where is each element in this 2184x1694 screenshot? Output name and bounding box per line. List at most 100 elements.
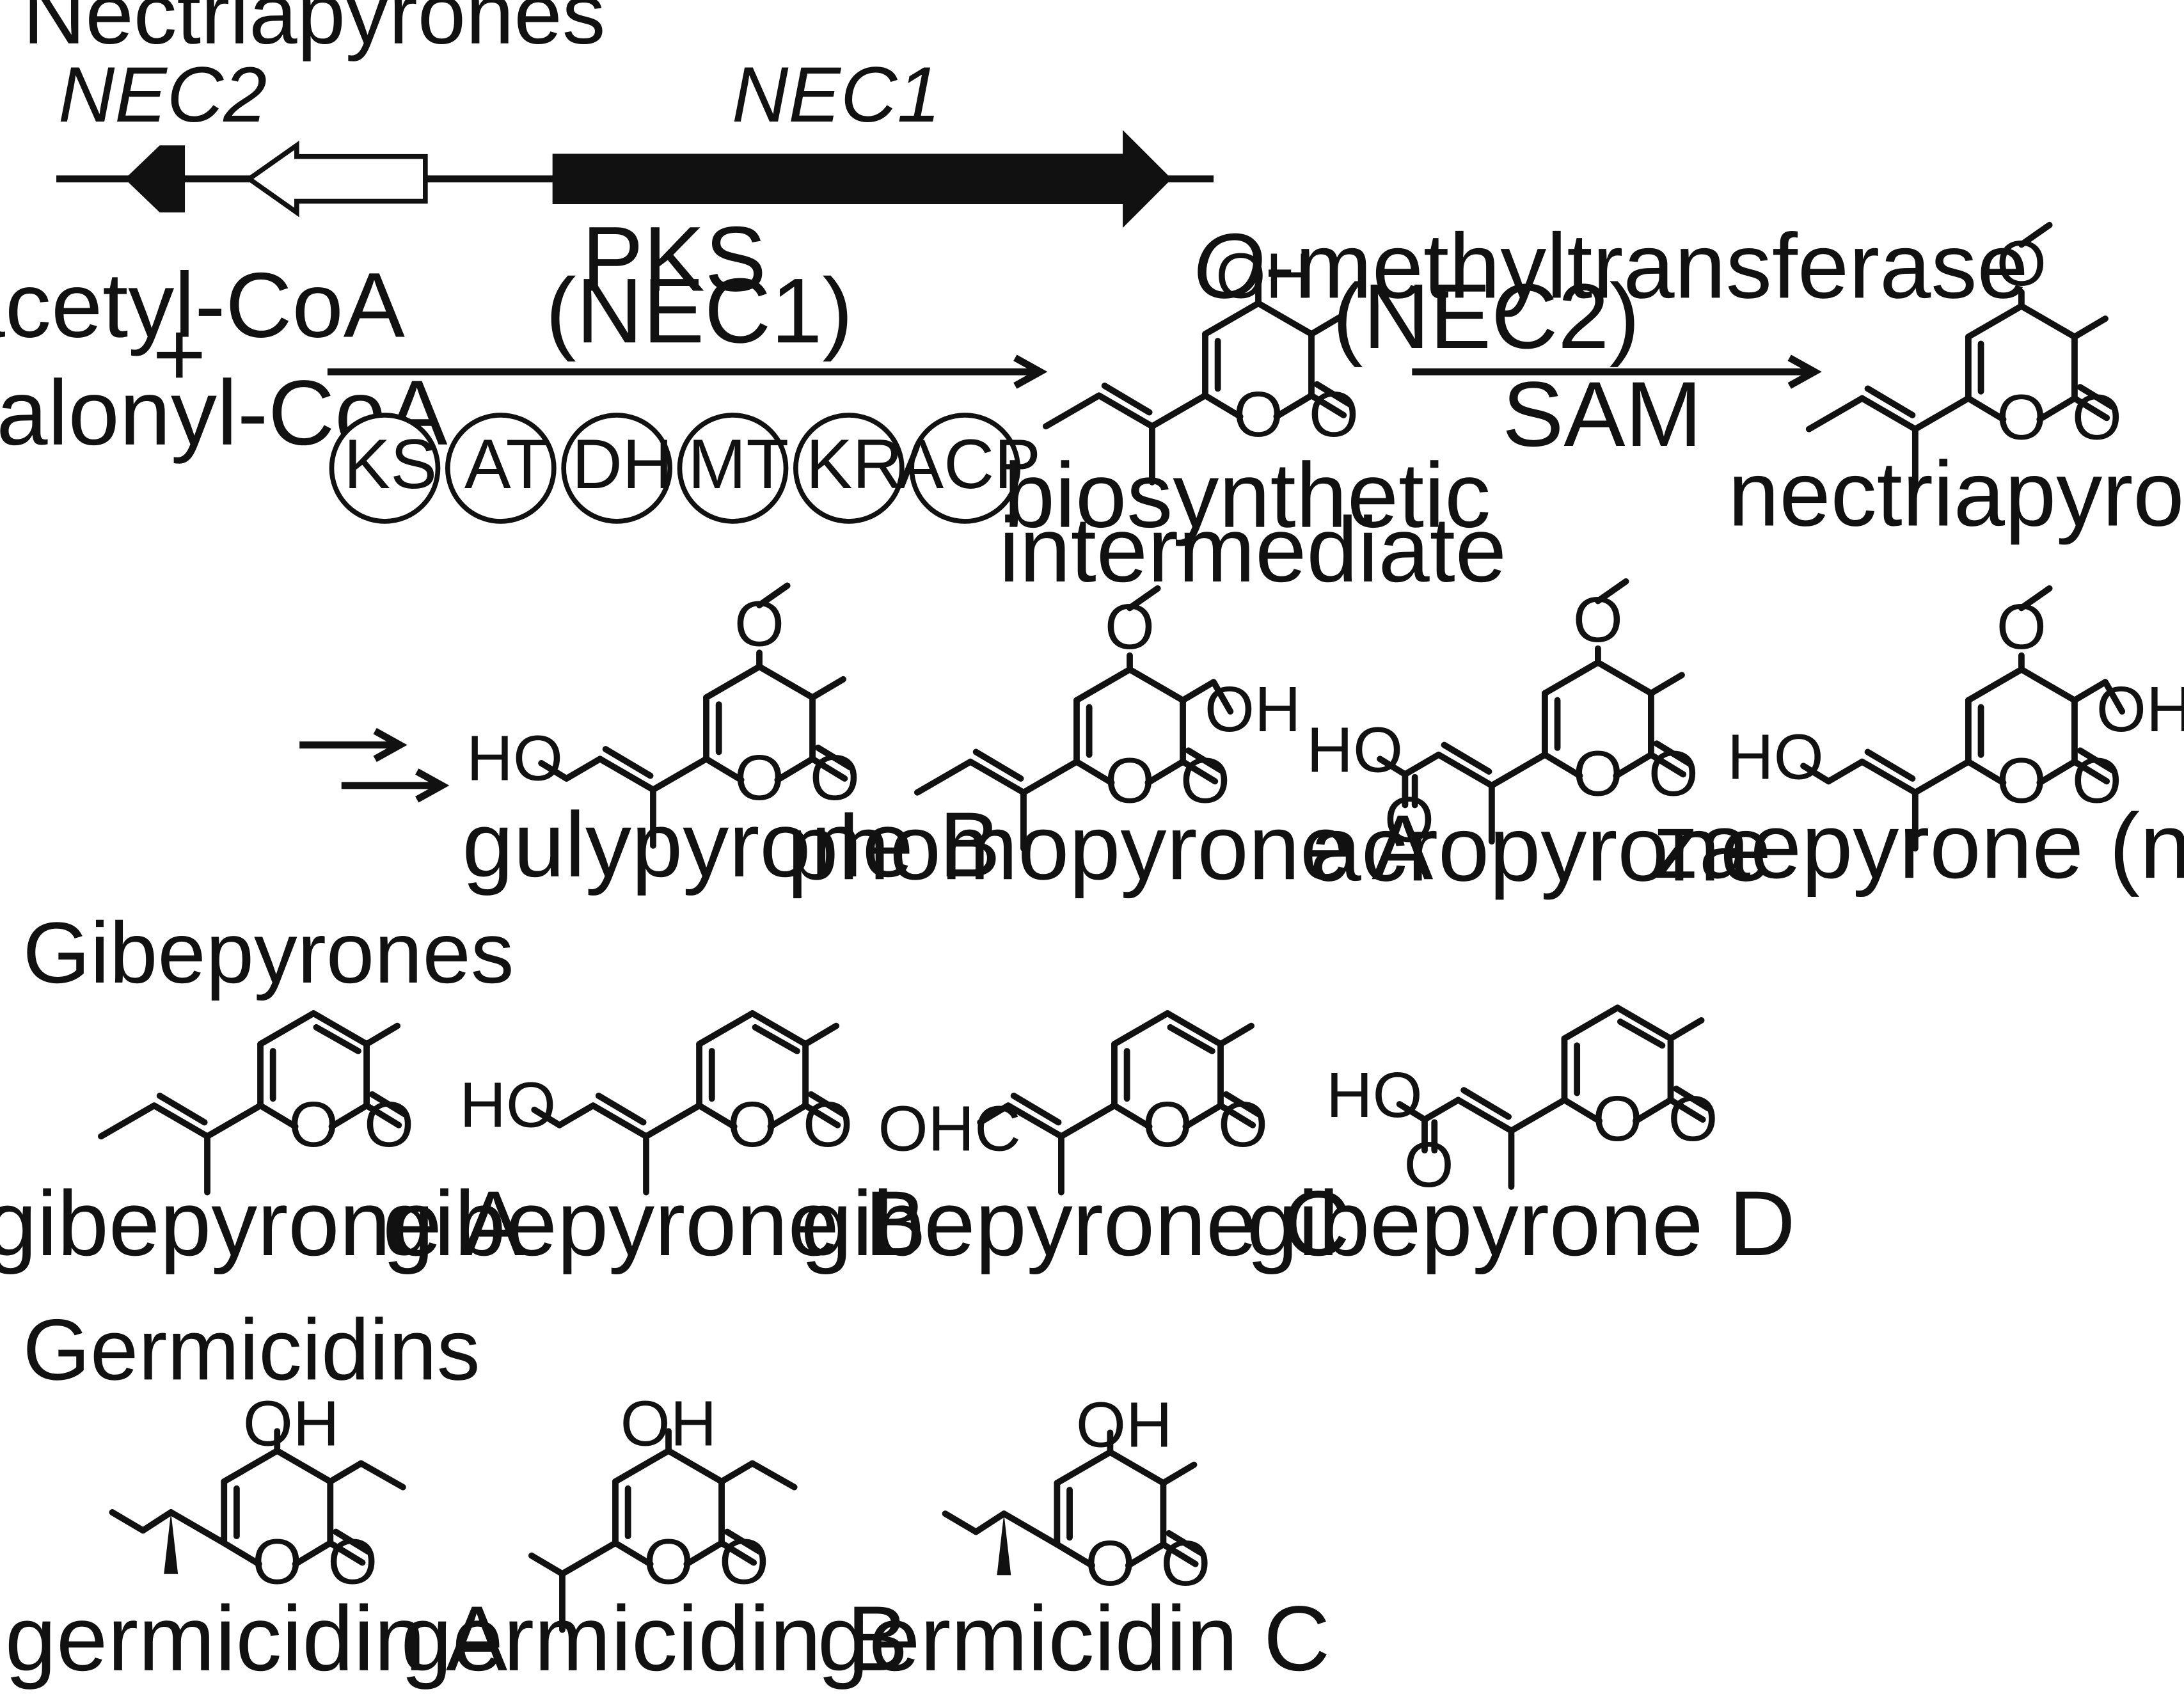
atom-o-ring: O: [289, 1089, 338, 1160]
atom-o-carbonyl: O: [364, 1089, 414, 1160]
domain-mt-circle: [677, 413, 789, 524]
atom-ho: HO: [1727, 721, 1824, 793]
atom-o-methoxy: O: [1997, 591, 2046, 663]
structure-germicidin-c: OH O O: [942, 1389, 1210, 1599]
nec2-gene-arrow: [125, 145, 186, 213]
atom-o-carbonyl: O: [1309, 379, 1359, 450]
atom-o-carbonyl: O: [810, 742, 860, 814]
atom-ho: HO: [1306, 714, 1403, 786]
omt-arrowhead: [1787, 354, 1822, 389]
atom-o-methoxy: O: [1997, 228, 2046, 299]
atom-o-carbonyl: O: [1180, 745, 1230, 816]
compound-label-gibepyrone-c: gibepyrone C: [801, 1171, 1350, 1275]
structure-gibepyrone-b: HO O O: [459, 1013, 853, 1196]
enzyme-omt-nec2: (NEC2): [1333, 264, 1640, 368]
gene-label-nec2: NEC2: [58, 51, 267, 138]
atom-o-carbonyl: O: [2072, 381, 2122, 453]
atom-ohc: OHC: [878, 1093, 1020, 1164]
atom-oh: OH: [621, 1388, 717, 1459]
compound-label-germicidin-c: germicidin C: [818, 1587, 1330, 1690]
atom-o-ring: O: [252, 1526, 302, 1598]
atom-oh: OH: [2096, 674, 2184, 745]
atom-ho: HO: [466, 722, 563, 794]
domain-at-circle: [445, 413, 557, 524]
atom-o-methoxy: O: [734, 589, 784, 660]
enzyme-omt-italic: O: [1192, 214, 1264, 317]
atom-o-ring: O: [1997, 745, 2046, 816]
domain-dh-circle: [561, 413, 673, 524]
domain-kr: KR: [806, 425, 903, 503]
compound-label-gibepyrone-d: gibepyrone D: [1247, 1171, 1796, 1275]
compound-label-germicidin-b: germicidin B: [400, 1587, 908, 1690]
atom-o-carbonyl: O: [803, 1089, 853, 1160]
atom-o-methoxy: O: [1105, 591, 1155, 663]
compound-label-gibepyrone-a: gibepyrone A: [0, 1171, 524, 1275]
domain-kr-circle: [793, 413, 905, 524]
atom-o-carbonyl: O: [1668, 1083, 1718, 1155]
compound-label-gibepyrone-b: gibepyrone B: [383, 1171, 926, 1275]
compound-label-germicidin-a: germicidin A: [5, 1587, 507, 1690]
structure-biosynthetic-intermediate: OH O O: [1046, 241, 1359, 482]
atom-o-carbonyl: O: [2072, 745, 2122, 816]
compound-label-zaepyrone: zaepyrone (new): [1653, 794, 2184, 898]
compound-label-intermediate-2: intermediate: [999, 498, 1507, 601]
atom-o-carbonyl: O: [1649, 738, 1698, 809]
cofactor-sam: SAM: [1502, 362, 1702, 466]
structure-gibepyrone-c: OHC O O: [878, 1013, 1268, 1196]
multistep-arrowhead-2: [415, 768, 450, 803]
domain-dh: DH: [572, 425, 673, 503]
structure-germicidin-b: OH O O: [528, 1388, 798, 1633]
atom-o-carbonyl: O: [1218, 1089, 1268, 1160]
gene-cluster: NEC2 NEC1: [56, 51, 1214, 228]
atom-o-ring: O: [644, 1526, 693, 1598]
domain-acp-circle: [909, 413, 1021, 524]
atom-o-ring: O: [1085, 1528, 1135, 1599]
atom-o-ring: O: [1233, 379, 1283, 450]
compound-label-gulypyrone-b: gulypyrone B: [463, 793, 1001, 896]
atom-oh: OH: [1205, 674, 1301, 745]
atom-o-carbonyl: O: [328, 1526, 377, 1598]
atom-o-carbonyl: O: [719, 1526, 769, 1598]
compound-label-phomopyrone-a: phomopyrone A: [787, 795, 1433, 899]
structure-zaepyrone: HO OH O O O: [1727, 585, 2184, 852]
gene-label-nec1: NEC1: [732, 51, 940, 138]
section-title-germicidins: Germicidins: [23, 1301, 480, 1398]
atom-o-acid: O: [1404, 1129, 1453, 1201]
structure-germicidin-a: OH O O: [109, 1388, 406, 1598]
structure-phomopyrone-a: OH O O O: [917, 585, 1301, 848]
pks-domains: KS AT DH MT KR ACP: [329, 413, 1041, 524]
structure-gibepyrone-a: O O: [101, 1013, 414, 1192]
atom-o-carbonyl: O: [1160, 1528, 1210, 1599]
atom-o-ring: O: [1573, 738, 1623, 809]
atom-o-ring: O: [727, 1089, 777, 1160]
nec1-gene-arrow: [552, 130, 1172, 228]
section-title-gibepyrones: Gibepyrones: [23, 904, 514, 1001]
structure-acropyrone: HO O O O O: [1306, 578, 1698, 856]
enzyme-omt-rest: -methyltransferase: [1265, 214, 2029, 317]
plus-sign: +: [152, 302, 206, 406]
atom-o-ring: O: [734, 742, 784, 814]
atom-o-acid: O: [1384, 784, 1434, 856]
atom-o-ring: O: [1592, 1083, 1642, 1155]
atom-o-methoxy: O: [1573, 584, 1623, 656]
structure-nectriapyrone: O O O: [1809, 221, 2122, 485]
section-title-nectriapyrones: Nectriapyrones: [23, 0, 606, 62]
domain-at: AT: [464, 425, 548, 503]
domain-acp: ACP: [897, 425, 1041, 503]
structure-gulypyrone-b: HO O O O: [466, 582, 860, 849]
atom-ho: HO: [459, 1069, 556, 1141]
structure-gibepyrone-d: HO O O O: [1326, 1008, 1718, 1201]
atom-o-ring: O: [1105, 745, 1155, 816]
atom-oh: OH: [243, 1388, 340, 1459]
domain-ks-circle: [329, 413, 441, 524]
compound-label-nectriapyrone: nectriapyrone: [1728, 441, 2184, 545]
atom-oh: OH: [1215, 241, 1312, 312]
pks-arrowhead: [1013, 354, 1048, 389]
enzyme-pks: PKS: [582, 207, 766, 310]
multistep-arrowhead-1: [373, 727, 408, 763]
atom-oh: OH: [1076, 1389, 1173, 1461]
atom-o-ring: O: [1143, 1089, 1192, 1160]
compound-label-acropyrone: acropyrone: [1310, 796, 1771, 900]
compound-label-intermediate-1: biosynthetic: [1004, 443, 1491, 547]
